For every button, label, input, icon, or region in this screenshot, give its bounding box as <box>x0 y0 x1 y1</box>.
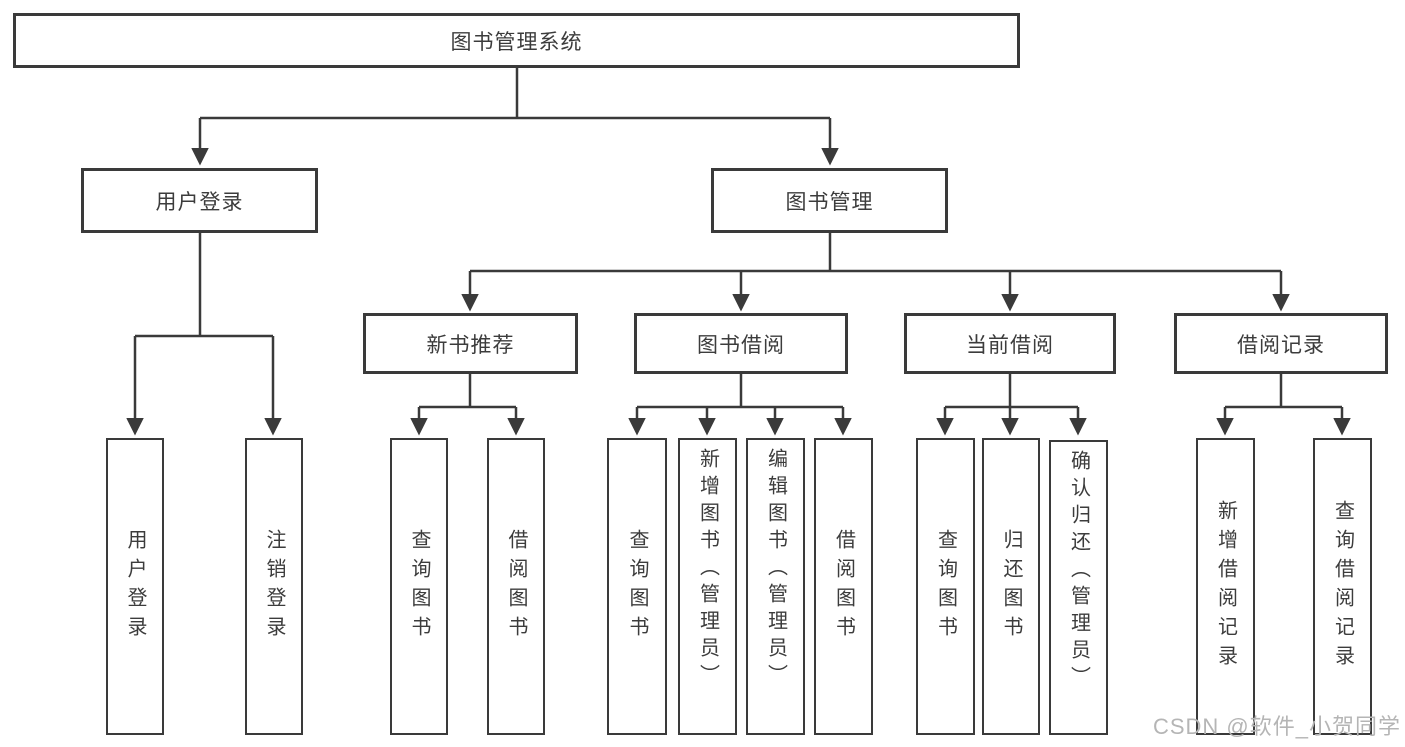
leaf-query-books-recommend: 查询图书 <box>390 438 448 735</box>
leaf-return-book: 归还图书 <box>982 438 1040 735</box>
leaf-add-book-admin: 新增图书（管理员） <box>678 438 737 735</box>
leaf-query-books-borrowing: 查询图书 <box>607 438 667 735</box>
leaf-edit-book-admin: 编辑图书（管理员） <box>746 438 805 735</box>
group-node-current-borrowing: 当前借阅 <box>904 313 1116 374</box>
branch-node-user-login: 用户登录 <box>81 168 318 233</box>
group-node-book-borrowing: 图书借阅 <box>634 313 848 374</box>
root-node-library-system: 图书管理系统 <box>13 13 1020 68</box>
group-node-borrowing-records: 借阅记录 <box>1174 313 1388 374</box>
leaf-borrow-books-recommend: 借阅图书 <box>487 438 545 735</box>
leaf-logout: 注销登录 <box>245 438 303 735</box>
leaf-confirm-return-admin: 确认归还（管理员） <box>1049 440 1108 735</box>
branch-node-book-management: 图书管理 <box>711 168 948 233</box>
leaf-query-books-current: 查询图书 <box>916 438 975 735</box>
leaf-add-borrow-record: 新增借阅记录 <box>1196 438 1255 735</box>
leaf-borrow-books: 借阅图书 <box>814 438 873 735</box>
leaf-user-login: 用户登录 <box>106 438 164 735</box>
group-node-new-book-recommend: 新书推荐 <box>363 313 578 374</box>
leaf-query-borrow-record: 查询借阅记录 <box>1313 438 1372 735</box>
csdn-watermark: CSDN @软件_小贺同学 <box>1152 714 1401 739</box>
